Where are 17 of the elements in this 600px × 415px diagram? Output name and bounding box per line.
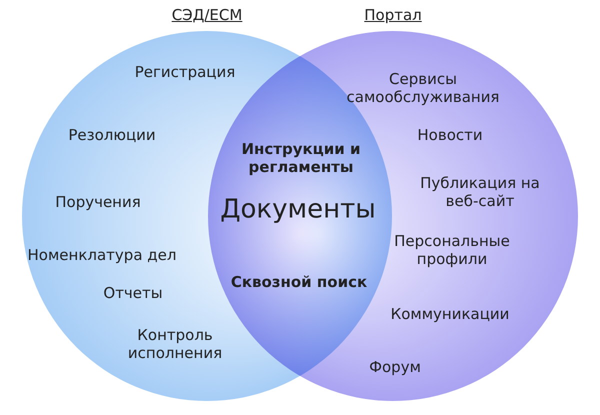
- item-label: Резолюции: [67, 126, 157, 144]
- item-label: Сквозной поиск: [230, 273, 368, 291]
- item-label: Новости: [416, 126, 484, 144]
- item-label: Номенклатура дел: [26, 246, 178, 264]
- set-heading: Портал: [364, 6, 422, 24]
- item-label: Отчеты: [102, 284, 164, 302]
- item-label: Инструкции и регламенты: [240, 140, 362, 176]
- item-label: Персональные профили: [393, 232, 511, 268]
- item-label: Коммуникации: [390, 305, 510, 323]
- item-label: Контроль исполнения: [126, 326, 224, 362]
- item-label: Сервисы самообслуживания: [346, 70, 500, 106]
- item-label: Форум: [368, 358, 422, 376]
- item-label: Публикация на веб-сайт: [419, 174, 541, 210]
- center-label: Документы: [219, 194, 377, 226]
- item-label: Поручения: [54, 193, 142, 211]
- item-label: Регистрация: [134, 63, 236, 81]
- set-heading: СЭД/ECM: [172, 6, 242, 24]
